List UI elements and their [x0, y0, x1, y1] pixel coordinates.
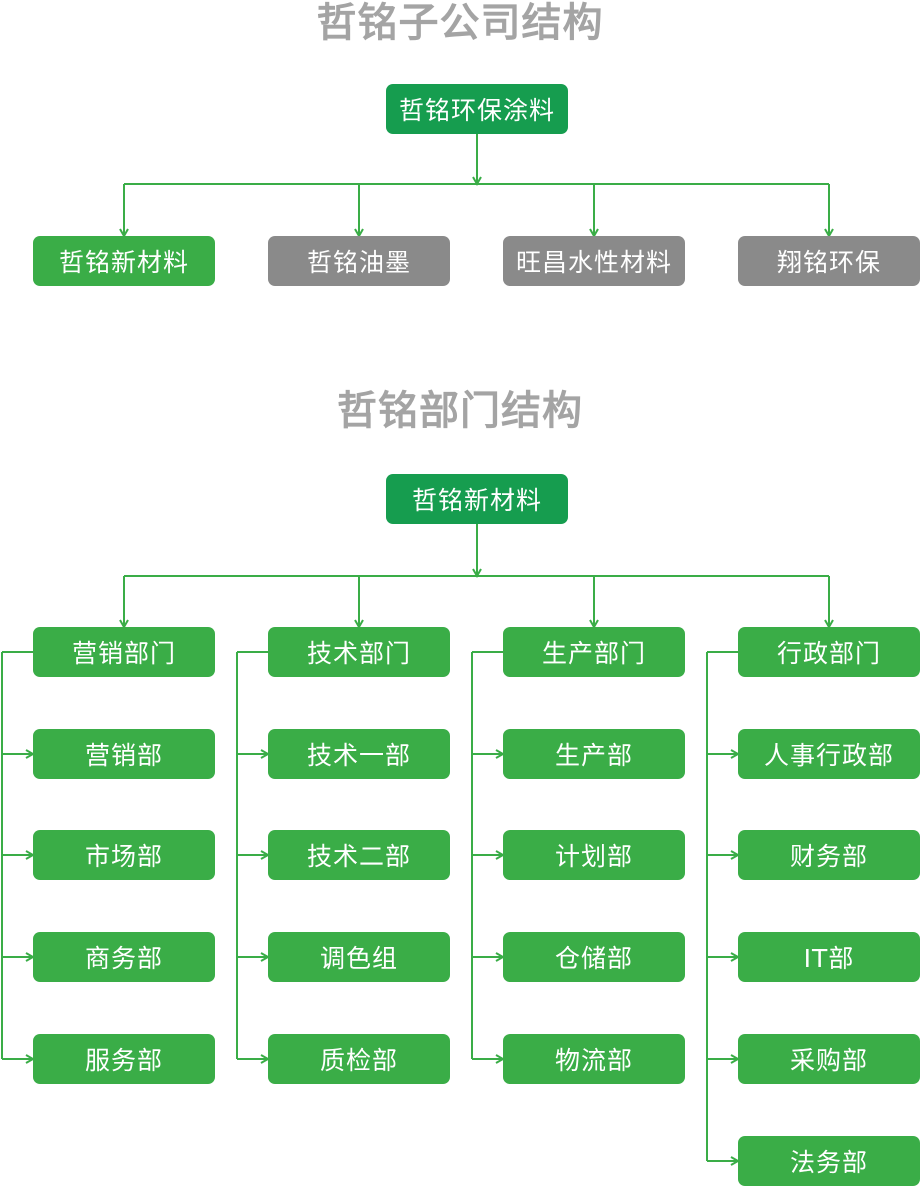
unit-node: 计划部 [503, 830, 685, 880]
department-node: 行政部门 [738, 627, 920, 677]
unit-node: 营销部 [33, 729, 215, 779]
unit-node: 法务部 [738, 1136, 920, 1186]
unit-node: 技术二部 [268, 830, 450, 880]
department-chart-title: 哲铭部门结构 [337, 388, 583, 434]
unit-node: 采购部 [738, 1034, 920, 1084]
unit-node: 调色组 [268, 932, 450, 982]
unit-node: 技术一部 [268, 729, 450, 779]
unit-node: 物流部 [503, 1034, 685, 1084]
unit-node: IT部 [738, 932, 920, 982]
unit-node: 市场部 [33, 830, 215, 880]
subsidiary-root-node: 哲铭环保涂料 [386, 84, 568, 134]
unit-node: 人事行政部 [738, 729, 920, 779]
unit-node: 仓储部 [503, 932, 685, 982]
subsidiary-node: 翔铭环保 [738, 236, 920, 286]
unit-node: 商务部 [33, 932, 215, 982]
subsidiary-node: 旺昌水性材料 [503, 236, 685, 286]
unit-node: 服务部 [33, 1034, 215, 1084]
subsidiary-chart-title: 哲铭子公司结构 [316, 0, 604, 46]
department-node: 生产部门 [503, 627, 685, 677]
unit-node: 财务部 [738, 830, 920, 880]
department-node: 营销部门 [33, 627, 215, 677]
subsidiary-node: 哲铭新材料 [33, 236, 215, 286]
subsidiary-node: 哲铭油墨 [268, 236, 450, 286]
unit-node: 生产部 [503, 729, 685, 779]
department-root-node: 哲铭新材料 [386, 474, 568, 524]
department-node: 技术部门 [268, 627, 450, 677]
unit-node: 质检部 [268, 1034, 450, 1084]
